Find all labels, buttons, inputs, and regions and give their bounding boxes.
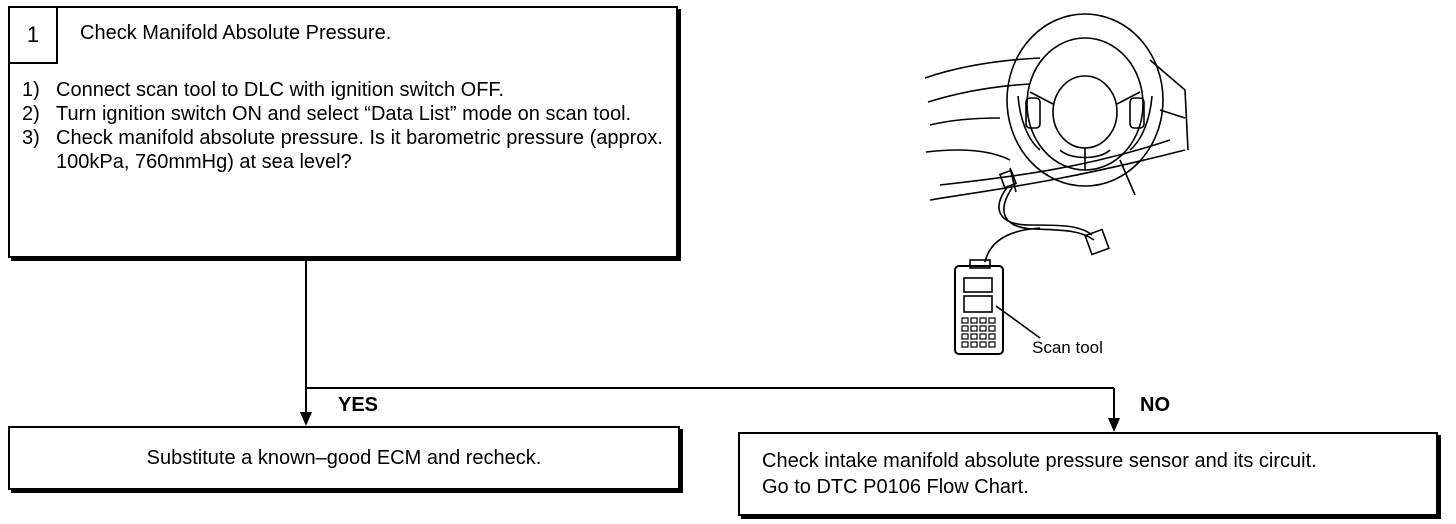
no-result-line1: Check intake manifold absolute pressure …	[762, 450, 1317, 472]
step-item: 1) Connect scan tool to DLC with ignitio…	[22, 78, 672, 102]
yes-arrowhead	[300, 412, 312, 426]
step-item-text: Turn ignition switch ON and select “Data…	[56, 103, 632, 125]
step-item-text: Check manifold absolute pressure. Is it …	[56, 127, 663, 173]
step-item-number: 3)	[22, 127, 40, 149]
step-number: 1	[10, 8, 58, 64]
no-result-line2: Go to DTC P0106 Flow Chart.	[762, 476, 1029, 498]
step-instructions: 1) Connect scan tool to DLC with ignitio…	[22, 78, 672, 174]
step-item: 3) Check manifold absolute pressure. Is …	[22, 126, 672, 174]
step-item-number: 1)	[22, 79, 40, 101]
yes-result-text: Substitute a known–good ECM and recheck.	[146, 446, 542, 469]
scan-tool-cable	[998, 185, 1093, 236]
no-arrowhead	[1108, 418, 1120, 432]
step-item-text: Connect scan tool to DLC with ignition s…	[56, 79, 504, 101]
no-result-box: Check intake manifold absolute pressure …	[738, 432, 1438, 516]
scan-tool-body	[954, 265, 1004, 355]
yes-result-box: Substitute a known–good ECM and recheck.	[8, 426, 680, 490]
dashboard-illustration	[924, 13, 1189, 355]
dlc-connector	[998, 169, 1018, 189]
step-title: Check Manifold Absolute Pressure.	[80, 22, 392, 44]
step-box: 1 Check Manifold Absolute Pressure. 1) C…	[8, 6, 678, 258]
scan-tool-leader-line	[995, 305, 1041, 339]
steering-wheel-outer	[1006, 13, 1164, 187]
no-label: NO	[1140, 394, 1170, 416]
yes-label: YES	[338, 394, 379, 416]
scan-tool-keypad	[961, 317, 996, 348]
step-item: 2) Turn ignition switch ON and select “D…	[22, 102, 672, 126]
step-item-number: 2)	[22, 103, 40, 125]
scan-tool-caption: Scan tool	[1032, 338, 1103, 357]
